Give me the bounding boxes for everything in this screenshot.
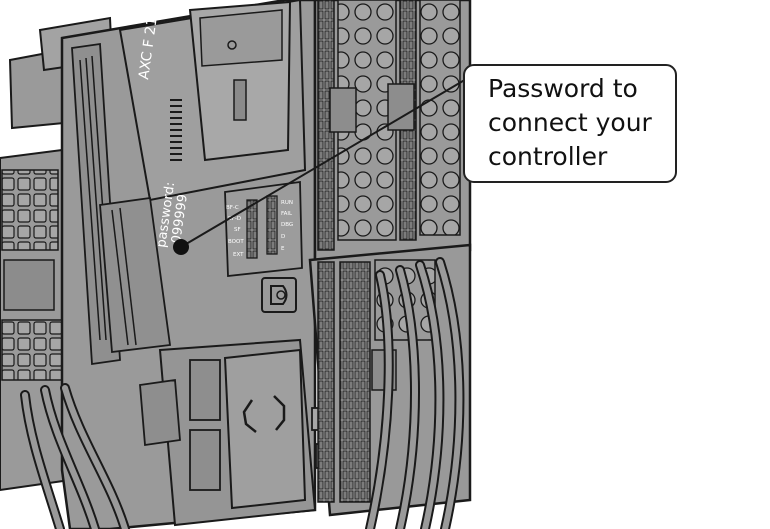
led-label: D	[281, 234, 285, 240]
controller-housing	[60, 0, 341, 529]
callout-line: Password to	[488, 74, 638, 103]
led-label: DBG	[281, 222, 293, 228]
left-terminal-block	[0, 148, 72, 492]
callout: Password to connect your controller	[463, 64, 677, 183]
callout-line: connect your	[488, 108, 653, 137]
led-label: EXT	[233, 252, 244, 258]
led-labels-left: BF-C BF-D SF BOOT EXT	[226, 205, 244, 258]
io-modules	[308, 0, 472, 517]
led-labels-right: RUN FAIL DBG D E	[281, 200, 293, 252]
led-label: SF	[234, 227, 241, 233]
led-label: E	[281, 246, 285, 252]
led-label: RUN	[281, 200, 293, 206]
callout-box	[463, 64, 677, 183]
led-label: FAIL	[281, 211, 293, 217]
wires	[20, 257, 465, 529]
callout-anchor-dot	[173, 239, 189, 255]
led-label: BOOT	[228, 239, 244, 245]
callout-line: controller	[488, 142, 608, 171]
password-value: 099999	[169, 193, 191, 244]
callout-leader-line	[180, 77, 469, 248]
led-label: BF-C	[226, 205, 239, 211]
led-label: BF-D	[228, 216, 241, 222]
